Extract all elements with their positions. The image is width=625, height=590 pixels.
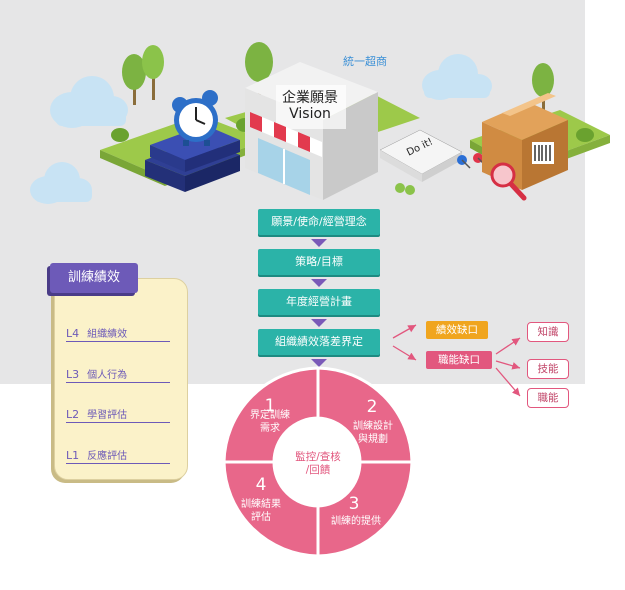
segment-label: 訓練的提供: [331, 516, 381, 527]
evaluation-title: 訓練績效: [50, 263, 138, 293]
level-name: 反應評估: [87, 451, 128, 462]
level-code: L1: [66, 449, 80, 462]
magnifier-icon: [490, 162, 527, 201]
cycle-segment: [316, 366, 414, 464]
segment-number: 1: [264, 396, 276, 416]
evaluation-card: [54, 278, 188, 480]
store-sign: 企業願景: [282, 90, 338, 106]
cycle-segment: [222, 460, 320, 558]
skill-knowledge-pill: 知識: [527, 322, 569, 342]
segment-number: 3: [348, 494, 360, 514]
cloud-icon: [30, 162, 92, 204]
level-row: L2 學習評估: [66, 406, 170, 423]
flow-step-strategy: 策略/目標: [258, 249, 380, 275]
level-name: 組織績效: [87, 329, 128, 340]
cycle-center: [276, 420, 360, 504]
chevron-down-icon: [311, 359, 327, 367]
store-building-icon: [245, 62, 378, 200]
pushpin-icon: [457, 155, 471, 169]
segment-number: 2: [366, 397, 378, 417]
segment-number: 4: [255, 475, 267, 495]
performance-gap-box: 績效缺口: [426, 321, 488, 339]
level-row: L4 組織績效: [66, 325, 170, 342]
alarm-clock-icon: [172, 90, 218, 146]
company-label: 統一超商: [343, 55, 387, 68]
tree-icon: [142, 45, 164, 100]
cloud-icon: [422, 54, 492, 100]
level-code: L2: [66, 408, 80, 421]
pushpin-icon: [395, 183, 415, 195]
cycle-center-label: 監控/查核/回饋: [295, 451, 341, 476]
skill-competency-pill: 職能: [527, 388, 569, 408]
segment-label: 訓練結果評估: [241, 499, 281, 523]
segment-label: 訓練設計與規劃: [353, 421, 393, 445]
flow-step-vision: 願景/使命/經營理念: [258, 209, 380, 235]
store-sign-english: Vision: [289, 106, 331, 122]
level-code: L3: [66, 368, 80, 381]
flow-step-gap-definition: 組織績效落差界定: [258, 329, 380, 355]
chevron-down-icon: [311, 239, 327, 247]
segment-label: 界定訓練需求: [250, 410, 290, 434]
vision-scene-illustration: [30, 42, 610, 204]
tree-icon: [122, 54, 146, 105]
flow-step-annual-plan: 年度經營計畫: [258, 289, 380, 315]
level-row: L3 個人行為: [66, 366, 170, 383]
skill-technique-pill: 技能: [527, 359, 569, 379]
paper-note-icon: [379, 129, 463, 182]
function-gap-box: 職能缺口: [426, 351, 492, 369]
cycle-segment: [222, 366, 320, 464]
level-row: L1 反應評估: [66, 447, 170, 464]
cloud-icon: [50, 76, 128, 128]
cycle-segment: [316, 460, 414, 558]
books-icon: [145, 125, 240, 192]
level-code: L4: [66, 327, 80, 340]
level-name: 學習評估: [87, 410, 128, 421]
level-name: 個人行為: [87, 370, 128, 381]
chevron-down-icon: [311, 279, 327, 287]
tree-icon: [532, 63, 554, 116]
chevron-down-icon: [311, 319, 327, 327]
